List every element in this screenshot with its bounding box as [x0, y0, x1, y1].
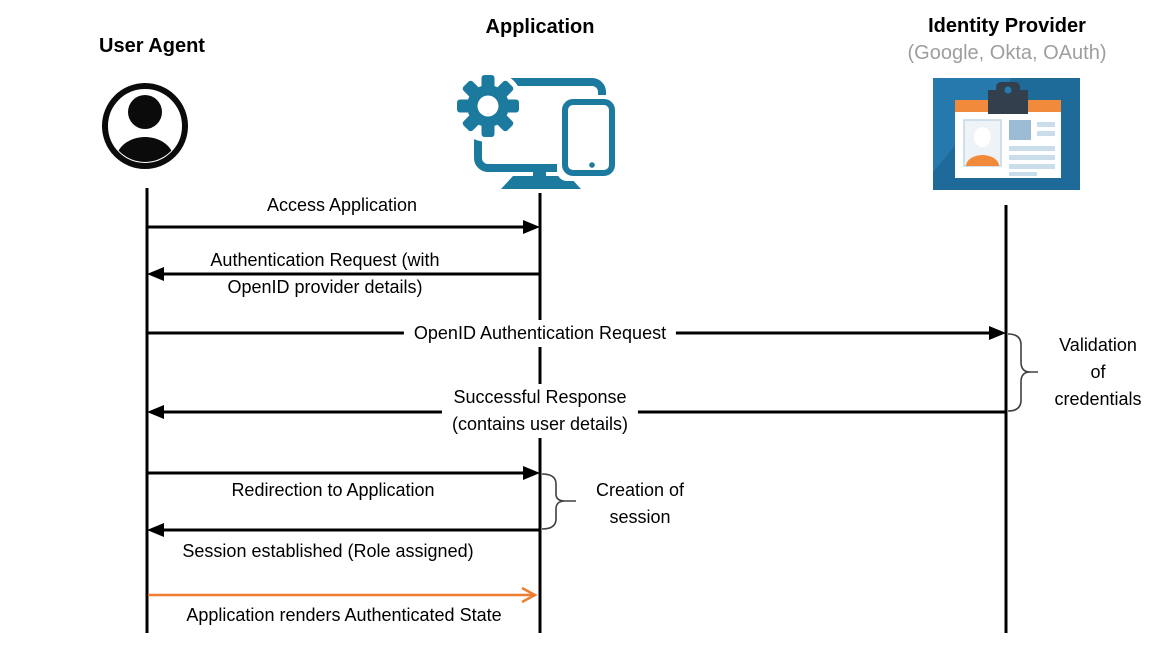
application-devices-icon [452, 70, 619, 189]
label-redirection-to-application: Redirection to Application [231, 480, 435, 500]
label-successful-response: Successful Response (contains user detai… [441, 384, 639, 438]
arrow-session-established [147, 523, 540, 537]
label-authentication-request: Authentication Request (with OpenID prov… [210, 250, 440, 297]
arrow-authentication-request [147, 267, 540, 281]
label-application-renders-authenticated-state: Application renders Authenticated State [186, 605, 502, 625]
brace-validation-of-credentials [1007, 333, 1038, 412]
gear-icon [457, 75, 519, 137]
actor-title-application: Application [485, 16, 595, 38]
brace-creation-of-session [541, 473, 576, 530]
label-session-established: Session established (Role assigned) [182, 541, 474, 561]
arrow-access-application [148, 220, 540, 234]
actor-title-identity-provider: Identity Provider [928, 15, 1086, 37]
user-icon [102, 83, 188, 169]
id-card-icon [933, 78, 1080, 190]
label-access-application: Access Application [266, 195, 418, 215]
annotation-validation-of-credentials: Validation of credentials [1054, 335, 1142, 409]
annotation-creation-of-session: Creation of session [595, 480, 685, 527]
label-openid-authentication-request: OpenID Authentication Request [403, 320, 677, 347]
arrow-application-renders-authenticated-state [148, 586, 538, 604]
actor-title-user-agent: User Agent [99, 35, 205, 57]
arrow-redirection-to-application [148, 466, 540, 480]
actor-subtitle-identity-provider: (Google, Okta, OAuth) [907, 42, 1107, 64]
